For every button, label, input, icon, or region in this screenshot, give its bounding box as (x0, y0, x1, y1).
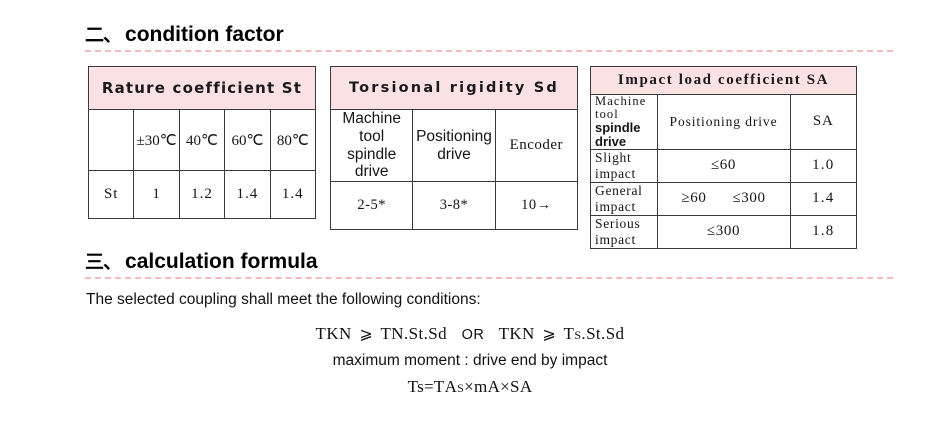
table-row: St 1 1.2 1.4 1.4 (87, 170, 317, 219)
table-rature-title: Rature coefficient St (88, 66, 316, 110)
impact-range-general-min: ≥60 (681, 190, 707, 207)
formula-3-times-s: ×S (500, 377, 520, 396)
torsional-col-positioning-drive: Positioning drive (412, 108, 496, 183)
section-heading-calculation-formula: 三、 calculation formula (85, 247, 318, 274)
impact-col-1-line-2: spindle drive (595, 120, 641, 149)
table-row: Slight impact ≤60 1.0 (590, 148, 857, 183)
table-row: Machine tool spindle drive Positioning d… (590, 94, 857, 150)
impact-row-label-general: General impact (590, 181, 658, 216)
impact-col-sa: SA (789, 94, 857, 150)
formula-1b-t: T (498, 324, 510, 343)
formula-1b-kn: KN (509, 324, 535, 343)
table-row-header: Impact load coefficient SA (590, 66, 857, 95)
formula-1-or: OR (461, 327, 485, 343)
formula-line-2: maximum moment : drive end by impact (332, 352, 608, 369)
formula-1b-s: s (574, 324, 582, 343)
impact-sa-slight: 1.0 (789, 148, 857, 183)
formula-3-ts-eq-t: Ts=T (407, 377, 445, 396)
formula-1-tn-expr: TN.St.Sd (380, 324, 447, 343)
torsional-value-2: 3-8* (412, 181, 496, 231)
formula-1b-tkn: TKN (499, 324, 535, 343)
formula-line-3: Ts=TAs×mA×SA (0, 377, 940, 397)
impact-col-positioning-drive: Positioning drive (656, 94, 791, 150)
rature-col-temp-2: 40℃ (178, 109, 226, 171)
impact-row-label-slight: Slight impact (590, 148, 658, 183)
torsional-col-2-line-1: Positioning (416, 127, 492, 145)
formula-1-t2: T (380, 324, 392, 343)
rature-value-3: 1.4 (224, 170, 271, 219)
section-heading-condition-factor: 二、 condition factor (85, 20, 284, 47)
impact-col-machine-tool-spindle-drive: Machine tool spindle drive (590, 94, 658, 150)
impact-range-slight: ≤60 (656, 148, 791, 183)
formula-1-kn: KN (326, 324, 352, 343)
formula-3-a: A (487, 377, 501, 396)
table-impact-load-coefficient: Impact load coefficient SA Machine tool … (590, 66, 857, 249)
formula-1-stsd: .St.Sd (403, 324, 448, 343)
section-marker-two: 二、 (85, 24, 122, 46)
section-title-calculation-formula: calculation formula (125, 250, 318, 273)
rature-col-blank (87, 109, 135, 171)
torsional-col-1-line-1: Machine tool (342, 110, 401, 145)
impact-col-1-line-1: Machine tool (595, 94, 647, 122)
torsional-col-2-line-2: drive (437, 145, 471, 163)
formula-1-n: N (391, 324, 404, 343)
rature-value-2: 1.2 (178, 170, 226, 219)
section-marker-three: 三、 (85, 251, 122, 273)
rature-row-label: St (87, 170, 135, 219)
formula-1-gte-2: ⩾ (542, 326, 557, 343)
table-row-header: Rature coefficient St (88, 66, 316, 110)
table-row: ±30℃ 40℃ 60℃ 80℃ (87, 109, 317, 171)
impact-range-serious: ≤300 (656, 214, 791, 249)
impact-sa-serious: 1.8 (789, 214, 857, 249)
table-rature-coefficient: Rature coefficient St ±30℃ 40℃ 60℃ 80℃ S… (87, 66, 317, 219)
formula-3-times-m: ×m (464, 377, 488, 396)
divider-formula (85, 277, 893, 279)
rature-col-temp-1: ±30℃ (133, 109, 180, 171)
rature-value-4: 1.4 (269, 170, 317, 219)
section-title-condition-factor: condition factor (125, 23, 284, 46)
impact-row-label-serious: Serious impact (590, 214, 658, 249)
table-row-header: Torsional rigidity Sd (330, 66, 578, 110)
impact-range-general-max: ≤300 (732, 190, 766, 207)
torsional-col-machine-tool-spindle-drive: Machine tool spindle drive (329, 108, 414, 183)
divider-condition (85, 50, 893, 52)
table-torsional-title: Torsional rigidity Sd (330, 66, 578, 110)
table-row: Serious impact ≤300 1.8 (590, 214, 857, 249)
formula-line-1: TKN ⩾ TN.St.Sd OR TKN ⩾ Ts.St.Sd (0, 324, 940, 344)
impact-range-general: ≥60 ≤300 (656, 181, 791, 216)
table-torsional-rigidity: Torsional rigidity Sd Machine tool spind… (329, 66, 579, 231)
torsional-value-1: 2-5* (329, 181, 414, 231)
formula-3-a2: A (519, 377, 533, 396)
formula-1b-stsd: .St.Sd (581, 324, 625, 343)
formula-1-tkn: TKN (316, 324, 352, 343)
table-row: General impact ≥60 ≤300 1.4 (590, 181, 857, 216)
table-row: Machine tool spindle drive Positioning d… (329, 108, 579, 183)
rature-value-1: 1 (133, 170, 180, 219)
impact-sa-general: 1.4 (789, 181, 857, 216)
torsional-col-encoder: Encoder (494, 108, 579, 183)
rature-col-temp-4: 80℃ (269, 109, 317, 171)
rature-col-temp-3: 60℃ (224, 109, 271, 171)
table-impact-title: Impact load coefficient SA (590, 66, 857, 95)
formula-3-as: As (444, 377, 465, 396)
torsional-col-1-line-2: spindle drive (347, 145, 397, 181)
formula-1-t: T (315, 324, 327, 343)
formula-1b-ts-expr: Ts.St.Sd (564, 324, 625, 343)
table-row: 2-5* 3-8* 10→ (329, 181, 579, 231)
formula-1-gte-1: ⩾ (359, 326, 374, 343)
torsional-value-3: 10→ (494, 181, 579, 231)
formula-1b-t2: T (563, 324, 575, 343)
formula-intro-text: The selected coupling shall meet the fol… (86, 291, 481, 308)
